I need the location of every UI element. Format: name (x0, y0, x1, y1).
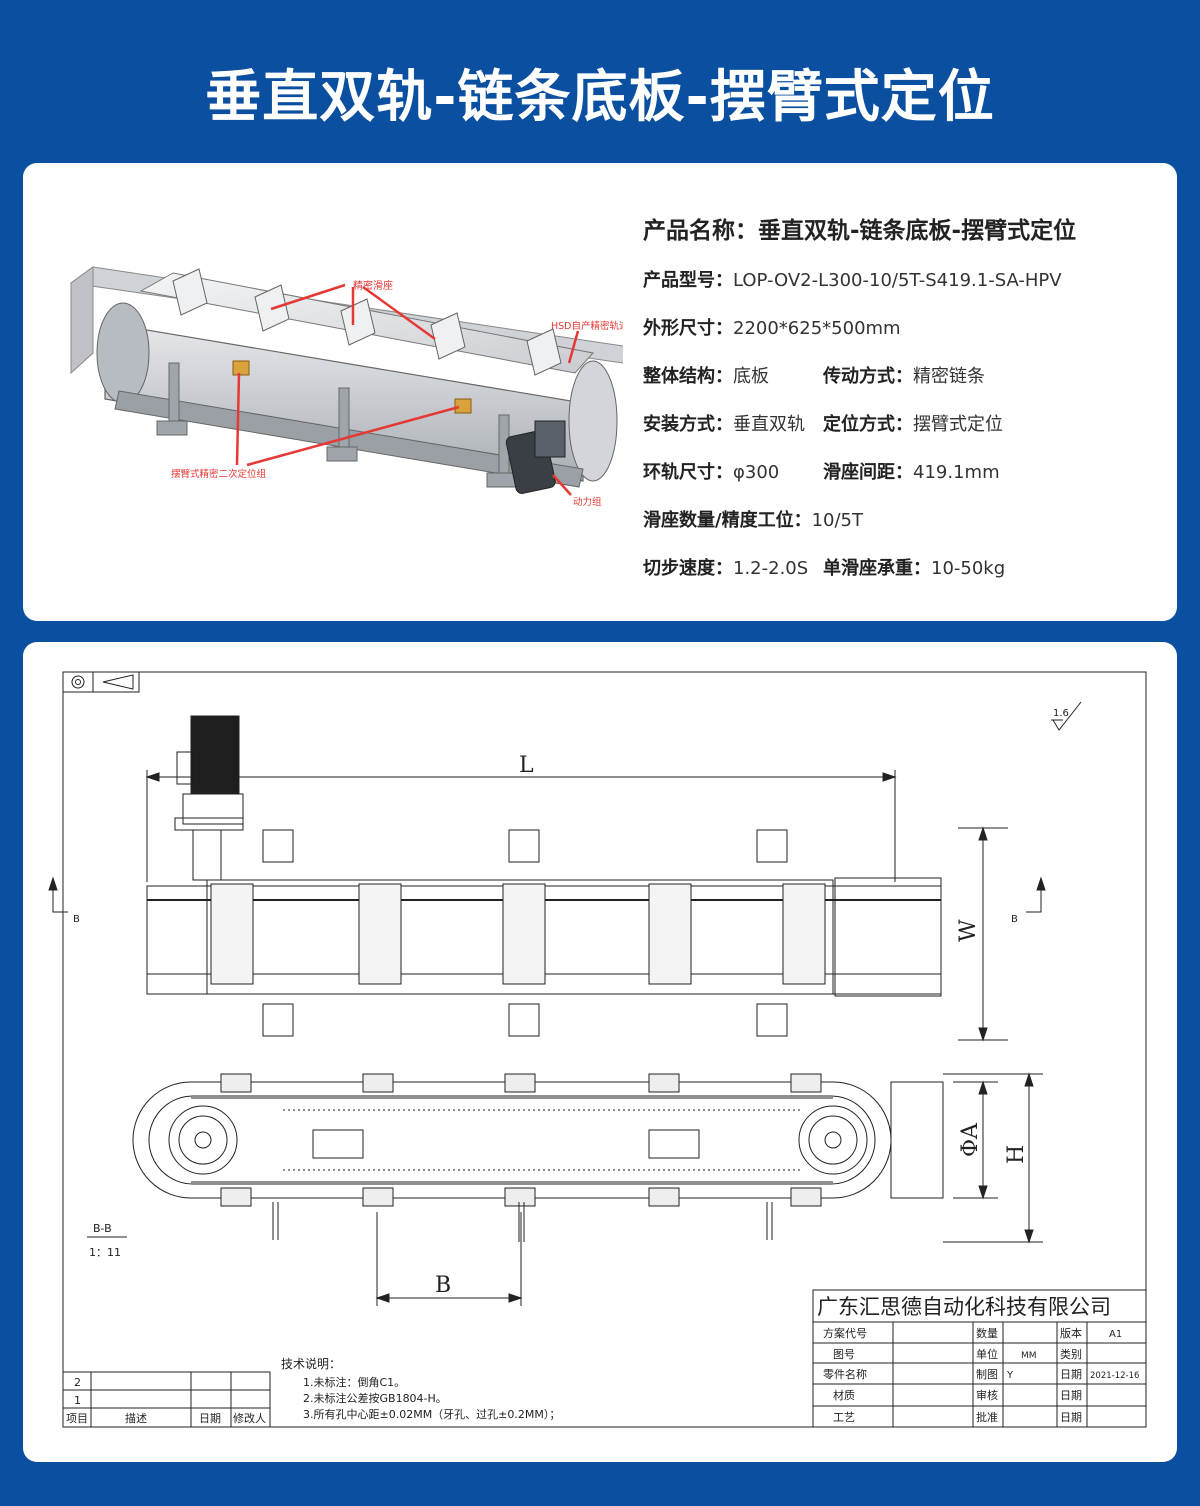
tb-check: 审核 (976, 1388, 998, 1402)
ring-value: φ300 (733, 462, 780, 483)
dim-w: W (956, 919, 981, 942)
rev-row-2: 2 (74, 1376, 81, 1389)
tb-part-name: 零件名称 (823, 1367, 867, 1381)
tb-date: 日期 (1060, 1368, 1082, 1381)
tb-process: 工艺 (833, 1411, 855, 1424)
model-label: 产品型号： (643, 270, 733, 291)
section-title: B-B (93, 1222, 112, 1235)
engineering-drawing: 1.6 (48, 671, 1147, 1428)
size-label: 外形尺寸： (643, 318, 733, 339)
callout-rail: HSD自产精密轨道 (551, 320, 623, 332)
tb-date-value: 2021-12-16 (1090, 1371, 1139, 1381)
roughness-value: 1.6 (1053, 708, 1069, 719)
size-row: 外形尺寸：2200*625*500mm (643, 315, 1163, 363)
rev-row-1: 1 (74, 1394, 81, 1407)
tb-date3: 日期 (1060, 1411, 1082, 1424)
drive-value: 精密链条 (913, 366, 985, 387)
product-name-row: 产品名称：垂直双轨-链条底板-摆臂式定位 (643, 211, 1163, 245)
dim-h: H (1004, 1145, 1029, 1164)
callout-slider: 精密滑座 (353, 279, 393, 292)
load-value: 10-50kg (931, 558, 1006, 579)
drive-label: 传动方式： (823, 366, 913, 387)
section-mark-left: B (73, 914, 80, 925)
name-label: 产品名称： (643, 218, 758, 244)
mount-label: 安装方式： (643, 414, 733, 435)
qty-row: 滑座数量/精度工位：10/5T (643, 507, 1163, 555)
structure-value: 底板 (733, 366, 769, 387)
model-value: LOP-OV2-L300-10/5T-S419.1-SA-HPV (733, 270, 1062, 291)
rev-header-desc: 描述 (125, 1411, 147, 1425)
callout-swing: 摆臂式精密二次定位组 (171, 468, 267, 480)
callout-power: 动力组 (573, 496, 602, 508)
pitch-value: 419.1mm (913, 462, 1000, 483)
ring-row: 环轨尺寸：φ300 滑座间距：419.1mm (643, 459, 1163, 507)
product-render: 精密滑座 HSD自产精密轨道 摆臂式精密二次定位组 动力组 (69, 266, 623, 508)
product-specs: 产品名称：垂直双轨-链条底板-摆臂式定位 产品型号：LOP-OV2-L300-1… (643, 211, 1163, 603)
speed-row: 切步速度：1.2-2.0S 单滑座承重：10-50kg (643, 555, 1163, 603)
dim-l: L (519, 753, 534, 778)
section-mark-right: B (1011, 914, 1018, 925)
model-row: 产品型号：LOP-OV2-L300-10/5T-S419.1-SA-HPV (643, 267, 1163, 315)
mount-row: 安装方式：垂直双轨定位方式：摆臂式定位 (643, 411, 1163, 459)
structure-row: 整体结构：底板 传动方式：精密链条 (643, 363, 1163, 411)
rev-header-date: 日期 (199, 1412, 221, 1425)
drawing-card: 1.6 (23, 642, 1177, 1462)
name-value: 垂直双轨-链条底板-摆臂式定位 (758, 218, 1077, 244)
structure-label: 整体结构： (643, 366, 733, 387)
tb-unit: 单位 (976, 1347, 998, 1361)
load-label: 单滑座承重： (823, 558, 931, 579)
note-1: 1.未标注：倒角C1。 (303, 1375, 405, 1389)
tb-scheme-code: 方案代号 (823, 1326, 867, 1340)
product-card: 精密滑座 HSD自产精密轨道 摆臂式精密二次定位组 动力组 产品名称：垂直双轨-… (23, 163, 1177, 621)
dim-b: B (435, 1273, 451, 1298)
tb-approve: 批准 (976, 1410, 998, 1424)
company-name: 广东汇思德自动化科技有限公司 (817, 1295, 1111, 1319)
tb-category: 类别 (1060, 1347, 1082, 1361)
locate-value: 摆臂式定位 (913, 414, 1003, 435)
rev-header-editor: 修改人 (233, 1411, 266, 1425)
tb-unit-value: MM (1021, 1351, 1037, 1361)
tb-date2: 日期 (1060, 1389, 1082, 1402)
locate-label: 定位方式： (823, 414, 913, 435)
speed-value: 1.2-2.0S (733, 558, 809, 579)
size-value: 2200*625*500mm (733, 318, 901, 339)
rev-header-item: 项目 (66, 1412, 88, 1425)
pitch-label: 滑座间距： (823, 462, 913, 483)
note-3: 3.所有孔中心距±0.02MM（牙孔、过孔±0.2MM）； (303, 1407, 560, 1421)
qty-value: 10/5T (811, 510, 863, 531)
tb-drawn: 制图 (976, 1368, 998, 1381)
speed-label: 切步速度： (643, 558, 733, 579)
mount-value: 垂直双轨 (733, 414, 805, 435)
tb-version-value: A1 (1109, 1329, 1122, 1340)
dim-a: ΦA (958, 1122, 983, 1157)
tb-drawn-value: Y (1006, 1370, 1014, 1381)
section-scale: 1：11 (89, 1246, 121, 1259)
tb-version: 版本 (1060, 1326, 1082, 1340)
tb-material: 材质 (833, 1388, 855, 1402)
note-2: 2.未标注公差按GB1804-H。 (303, 1391, 447, 1405)
qty-label: 滑座数量/精度工位： (643, 510, 812, 531)
page-title: 垂直双轨-链条底板-摆臂式定位 (205, 65, 995, 130)
ring-label: 环轨尺寸： (643, 462, 733, 483)
notes-title: 技术说明： (281, 1356, 341, 1371)
tb-quantity: 数量 (976, 1327, 998, 1340)
tb-drawing-no: 图号 (833, 1348, 855, 1361)
